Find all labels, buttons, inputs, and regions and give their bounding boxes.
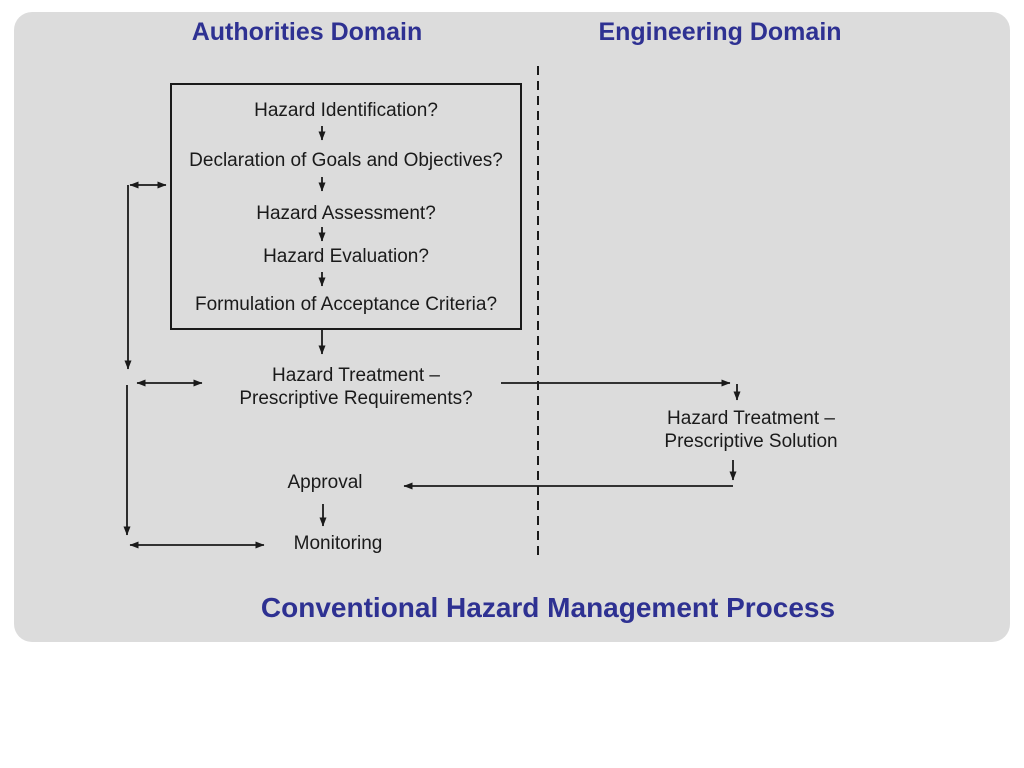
connectors-layer xyxy=(123,66,741,558)
node-approval: Approval xyxy=(287,472,363,493)
treatment-solution-line2: Prescriptive Solution xyxy=(664,431,838,452)
node-treatment-prescriptive-requirements: Hazard Treatment – Prescriptive Requirem… xyxy=(239,364,472,410)
treatment-solution-line1: Hazard Treatment – xyxy=(667,408,835,429)
step-hazard-evaluation: Hazard Evaluation? xyxy=(263,246,429,267)
slide-title: Conventional Hazard Management Process xyxy=(260,592,836,623)
authorities-process-box xyxy=(170,83,522,330)
step-declaration-goals-objectives: Declaration of Goals and Objectives? xyxy=(189,150,503,171)
node-treatment-prescriptive-solution: Hazard Treatment – Prescriptive Solution xyxy=(664,407,837,453)
treatment-requirements-line1: Hazard Treatment – xyxy=(272,365,440,386)
step-hazard-identification: Hazard Identification? xyxy=(254,100,438,121)
authorities-domain-header: Authorities Domain xyxy=(191,18,423,46)
step-hazard-assessment: Hazard Assessment? xyxy=(256,203,436,224)
engineering-domain-header: Engineering Domain xyxy=(598,18,842,46)
node-monitoring: Monitoring xyxy=(293,533,383,554)
treatment-requirements-line2: Prescriptive Requirements? xyxy=(239,388,473,409)
slide: Authorities Domain Engineering Domain Ha… xyxy=(14,12,1010,642)
step-formulation-acceptance-criteria: Formulation of Acceptance Criteria? xyxy=(194,294,498,315)
